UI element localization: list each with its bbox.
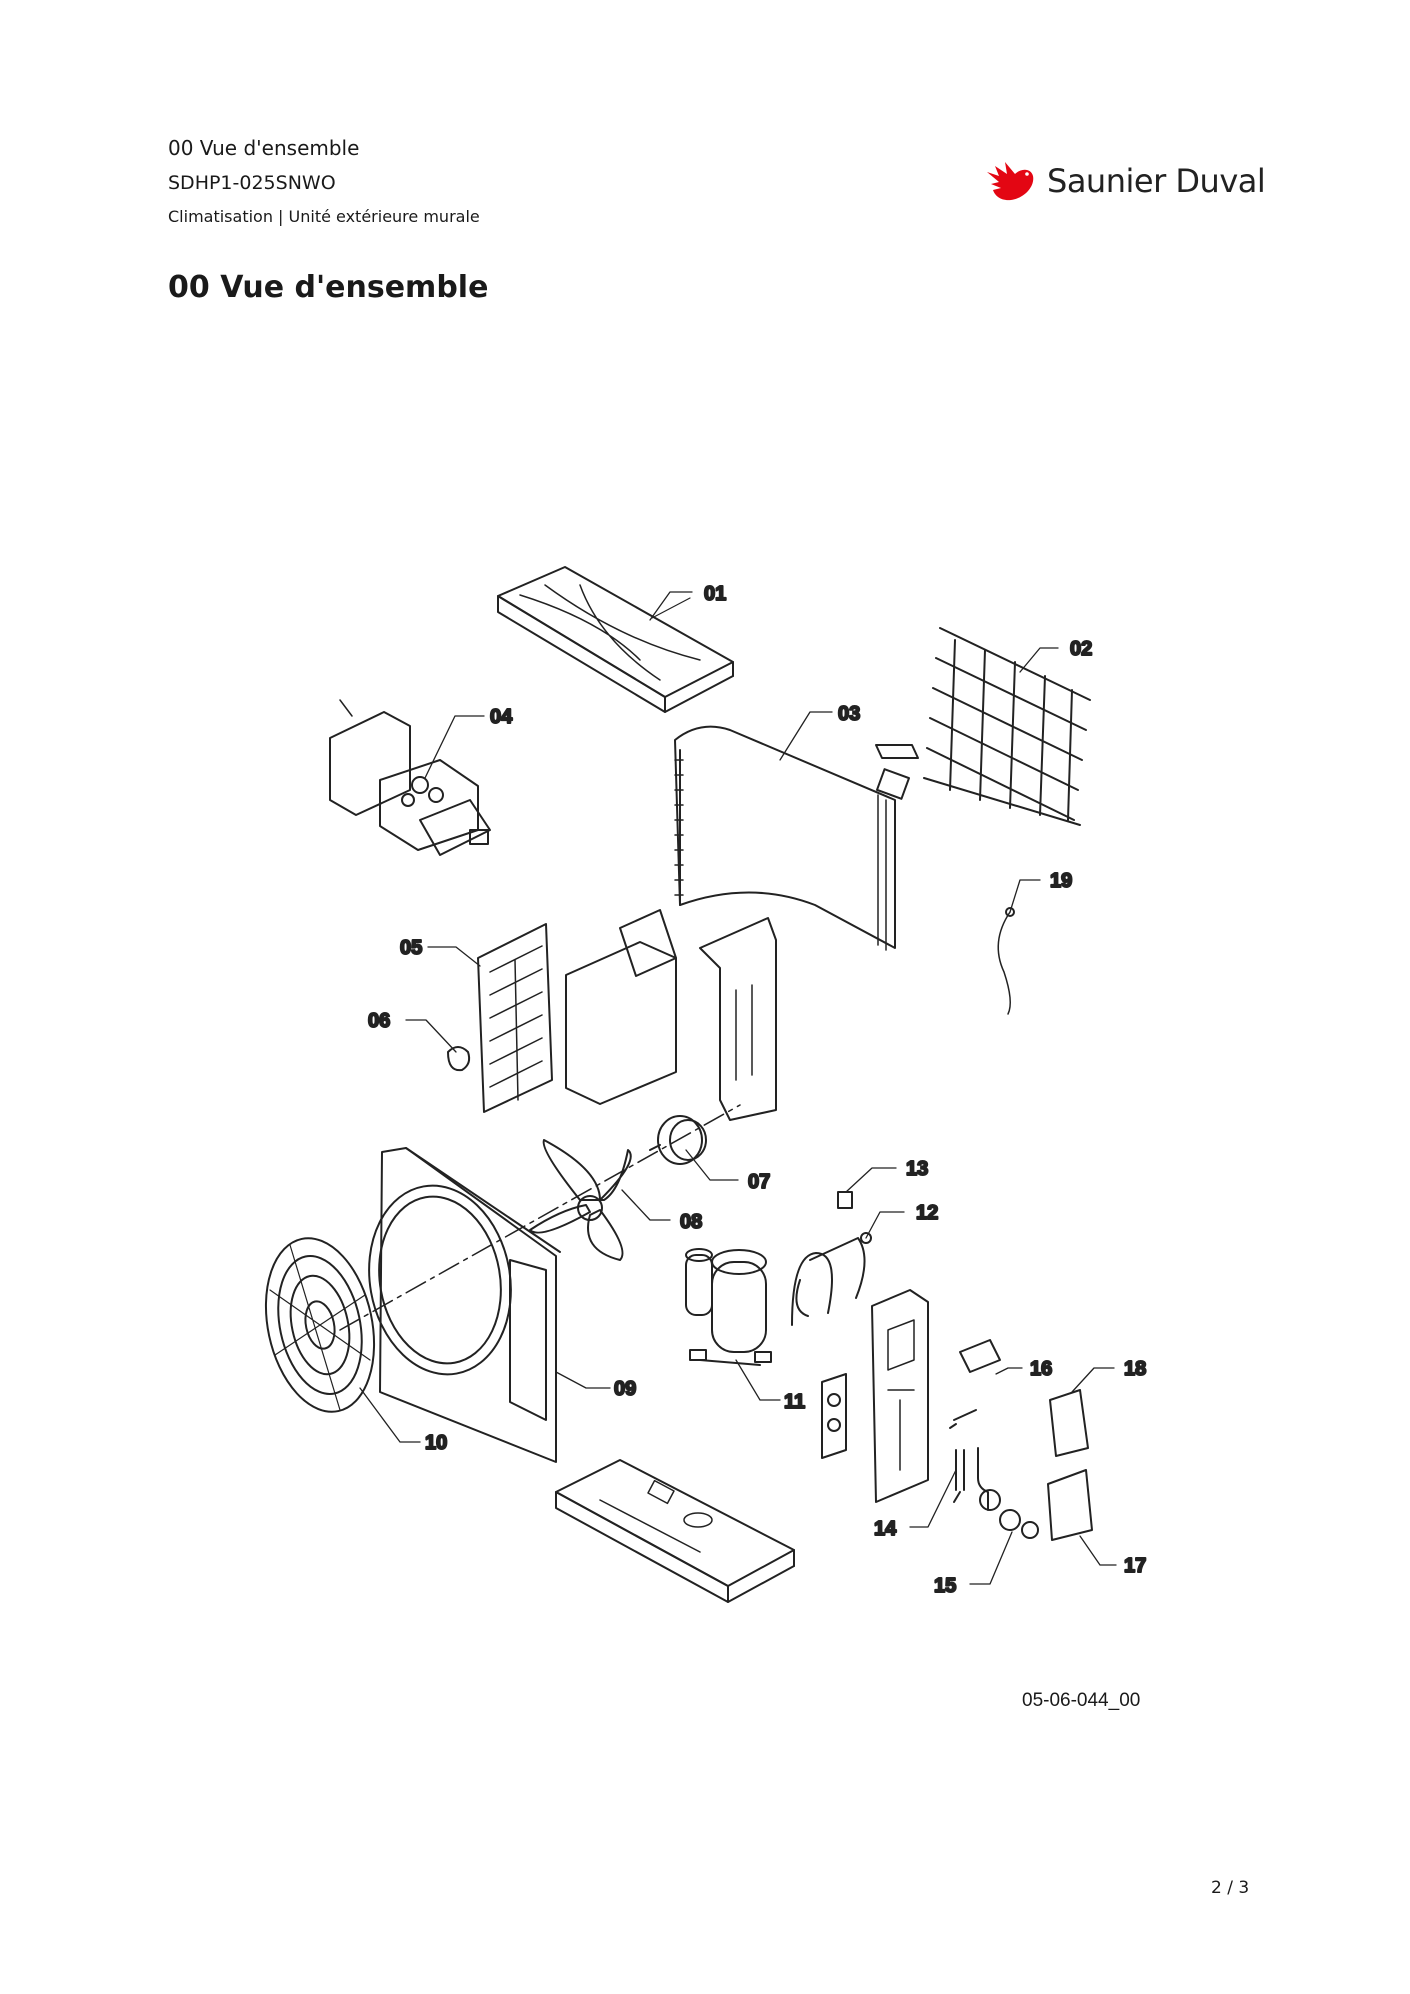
callout-08: 08 (680, 1211, 702, 1233)
part-fan-motor (649, 1115, 707, 1165)
callout-17: 17 (1124, 1555, 1146, 1577)
part-valves (949, 1409, 1039, 1539)
part-top-cover (497, 566, 734, 713)
part-rear-grille (923, 627, 1091, 826)
part-partition (699, 917, 777, 1121)
callout-03: 03 (838, 703, 860, 725)
part-valve-plate (821, 1289, 929, 1503)
header-section-title: 00 Vue d'ensemble (168, 136, 360, 160)
callout-06: 06 (368, 1010, 390, 1032)
part-fan-blade (529, 1139, 632, 1261)
callout-01: 01 (704, 583, 726, 605)
axis-line (339, 1104, 741, 1331)
callout-10: 10 (425, 1432, 447, 1454)
part-base-pan (555, 1459, 795, 1603)
part-piping (791, 1232, 872, 1326)
drawing-reference: 05-06-044_00 (1022, 1690, 1141, 1711)
header-category: Climatisation | Unité extérieure murale (168, 207, 480, 226)
part-service-cover (959, 1339, 1093, 1541)
part-front-panel (368, 1147, 561, 1463)
brand-logo: Saunier Duval (985, 158, 1266, 204)
part-sensor-block (837, 1191, 853, 1209)
callout-18: 18 (1124, 1358, 1146, 1380)
leader-lines (359, 591, 1117, 1585)
part-clip (447, 1046, 471, 1072)
page-title: 00 Vue d'ensemble (168, 270, 489, 305)
part-fan-guard (264, 1237, 376, 1413)
header-model: SDHP1-025SNWO (168, 172, 336, 194)
callout-15: 15 (934, 1575, 956, 1597)
callout-13: 13 (906, 1158, 928, 1180)
bird-logo-icon (987, 162, 1034, 201)
callout-12: 12 (916, 1202, 938, 1224)
part-control-box (329, 699, 491, 856)
callout-07: 07 (748, 1171, 770, 1193)
brand-name: Saunier Duval (1047, 162, 1266, 200)
part-condenser-coil (674, 725, 919, 951)
callout-16: 16 (1030, 1358, 1052, 1380)
part-compressor (685, 1248, 772, 1366)
callout-02: 02 (1070, 638, 1092, 660)
callout-09: 09 (614, 1378, 636, 1400)
part-sensor-cable (997, 907, 1015, 1015)
page-number: 2 / 3 (1211, 1878, 1250, 1898)
callout-19: 19 (1050, 870, 1072, 892)
callout-11: 11 (784, 1391, 805, 1413)
callout-04: 04 (490, 706, 513, 728)
part-side-panel (477, 909, 677, 1113)
callout-05: 05 (400, 937, 422, 959)
callout-14: 14 (874, 1518, 897, 1540)
